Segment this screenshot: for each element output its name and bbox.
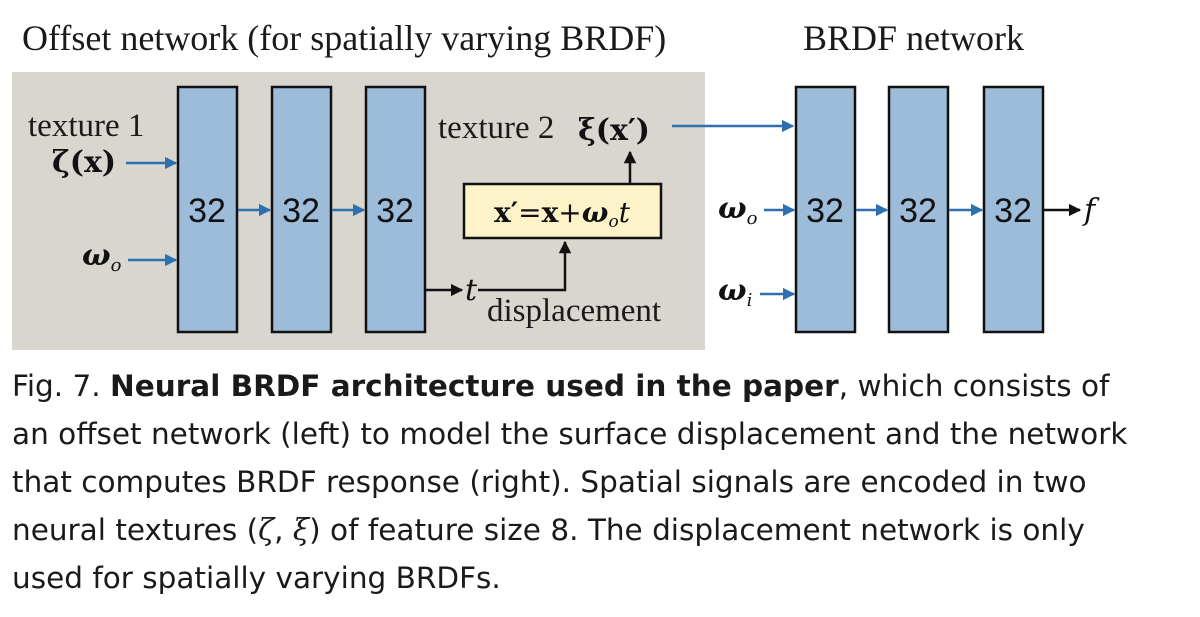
offset-layer-2-label: 32 — [282, 192, 320, 230]
omega-o-brdf-symbol: ωo — [718, 191, 758, 229]
offset-network-title: Offset network (for spatially varying BR… — [22, 18, 666, 58]
texture-1-label: texture 1 — [28, 108, 144, 144]
xi-x-prime-symbol: ξ(x′) — [578, 113, 650, 148]
caption-xi: ξ — [292, 513, 310, 547]
brdf-layer-2-label: 32 — [899, 192, 937, 230]
caption-bold-title: Neural BRDF architecture used in the pap… — [110, 369, 839, 403]
brdf-layer-2 — [887, 85, 950, 334]
offset-layer-3 — [364, 85, 427, 334]
offset-layer-2 — [270, 85, 333, 334]
caption-zeta: ζ — [258, 513, 275, 547]
texture-2-label: texture 2 — [438, 110, 554, 146]
omega-o-offset-symbol: ωo — [82, 238, 122, 276]
offset-layers: 32 32 32 — [176, 85, 427, 334]
offset-layer-1 — [176, 85, 239, 334]
caption-line4a: neural textures ( — [12, 513, 259, 547]
caption-line4b: ) of feature size 8. The displacement ne… — [309, 513, 1085, 547]
caption-line2: an offset network (left) to model the su… — [12, 417, 1128, 451]
arrow-t-to-formula — [478, 240, 572, 292]
brdf-layer-1 — [794, 85, 857, 334]
brdf-layers: 32 32 32 — [794, 85, 1045, 334]
zeta-x-symbol: ζ(x) — [52, 145, 116, 180]
displacement-formula-box — [462, 182, 663, 240]
output-f-symbol: f — [1082, 193, 1100, 228]
brdf-layer-1-label: 32 — [806, 192, 844, 230]
caption-line1-rest: , which consists of — [838, 369, 1110, 403]
brdf-network-title: BRDF network — [803, 18, 1024, 58]
brdf-layer-3 — [982, 85, 1045, 334]
offset-layer-1-label: 32 — [188, 192, 226, 230]
caption-fig-label: Fig. 7. — [12, 369, 101, 403]
brdf-layer-3-label: 32 — [994, 192, 1032, 230]
displacement-label: displacement — [487, 293, 661, 329]
t-symbol: t — [465, 273, 478, 308]
displacement-formula: x′=x+ωot — [494, 196, 631, 232]
caption-line3: that computes BRDF response (right). Spa… — [12, 465, 1087, 499]
caption-sep: , — [274, 513, 293, 547]
caption-line5: used for spatially varying BRDFs. — [12, 561, 501, 595]
offset-layer-3-label: 32 — [376, 192, 414, 230]
omega-i-symbol: ωi — [718, 273, 752, 311]
figure-caption: Fig. 7. Neural BRDF architecture used in… — [12, 362, 1192, 602]
